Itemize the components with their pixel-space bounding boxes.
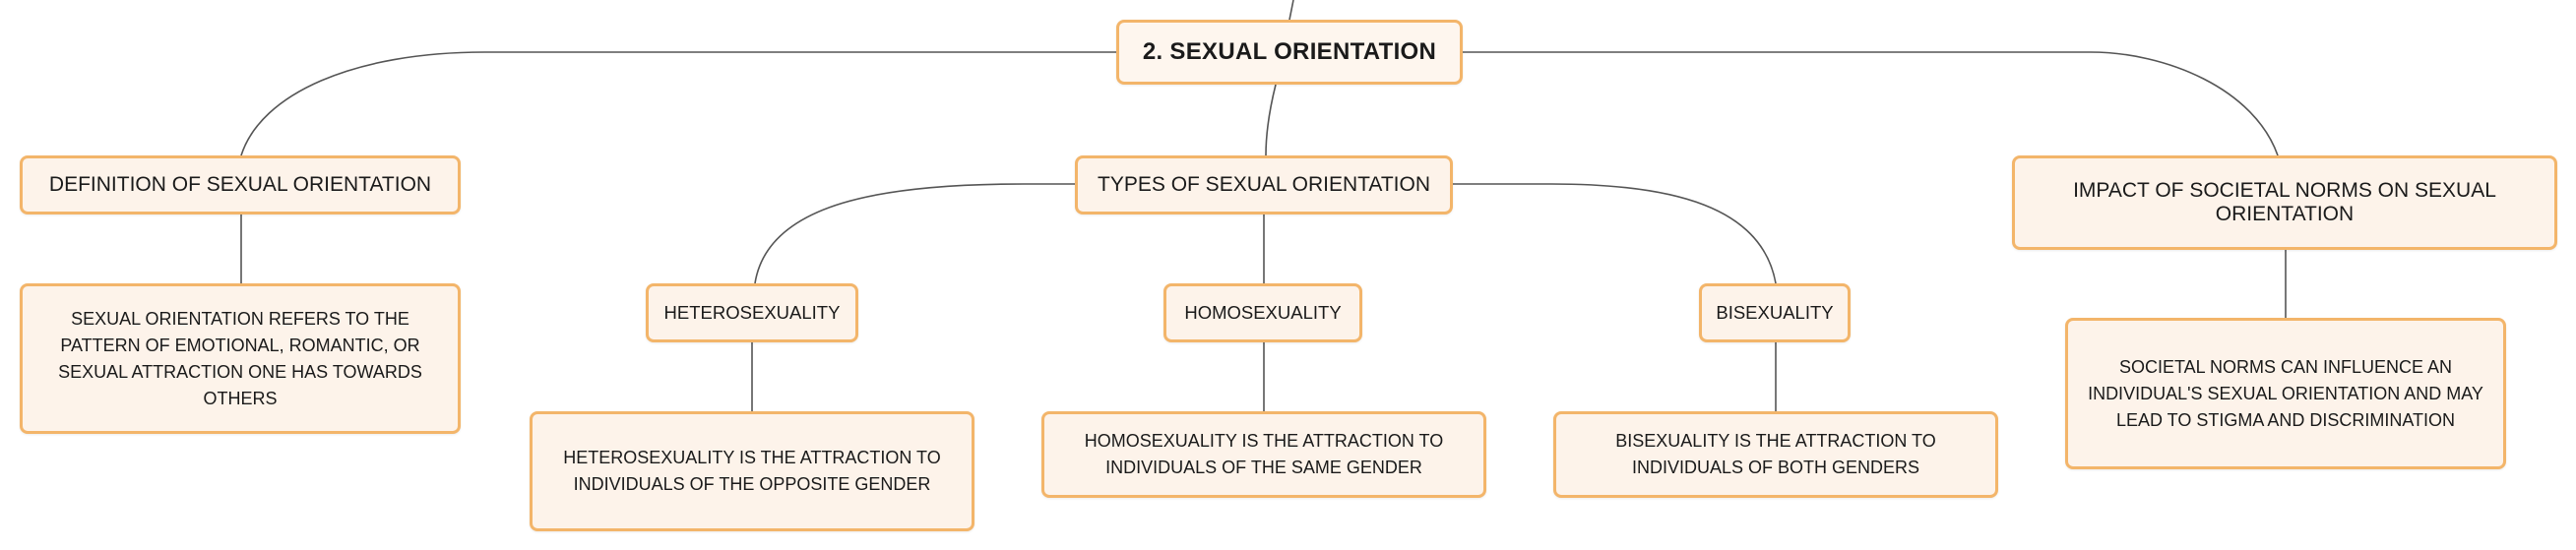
heterosexuality-title: HETEROSEXUALITY xyxy=(663,302,841,323)
types-node[interactable]: TYPES OF SEXUAL ORIENTATION xyxy=(1075,155,1453,214)
bisexuality-detail-text: BISEXUALITY IS THE ATTRACTION TO INDIVID… xyxy=(1615,431,1936,477)
connector-root-to-definition xyxy=(240,51,1116,156)
impact-node[interactable]: IMPACT OF SOCIETAL NORMS ON SEXUAL ORIEN… xyxy=(2012,155,2557,250)
root-node[interactable]: 2. SEXUAL ORIENTATION xyxy=(1116,20,1463,85)
definition-detail-text: SEXUAL ORIENTATION REFERS TO THE PATTERN… xyxy=(58,308,422,408)
connector-parent-to-root xyxy=(1288,0,1294,21)
impact-detail-node[interactable]: SOCIETAL NORMS CAN INFLUENCE AN INDIVIDU… xyxy=(2065,318,2506,469)
definition-title: DEFINITION OF SEXUAL ORIENTATION xyxy=(48,173,432,196)
connector-root-to-types xyxy=(1265,84,1277,156)
root-title: 2. SEXUAL ORIENTATION xyxy=(1142,38,1437,65)
impact-detail-text: SOCIETAL NORMS CAN INFLUENCE AN INDIVIDU… xyxy=(2088,356,2483,430)
definition-detail-node[interactable]: SEXUAL ORIENTATION REFERS TO THE PATTERN… xyxy=(20,283,461,434)
bisexuality-node[interactable]: BISEXUALITY xyxy=(1699,283,1851,342)
heterosexuality-detail-node[interactable]: HETEROSEXUALITY IS THE ATTRACTION TO IND… xyxy=(530,411,974,531)
heterosexuality-detail-text: HETEROSEXUALITY IS THE ATTRACTION TO IND… xyxy=(563,448,941,494)
impact-title: IMPACT OF SOCIETAL NORMS ON SEXUAL ORIEN… xyxy=(2073,179,2496,225)
types-title: TYPES OF SEXUAL ORIENTATION xyxy=(1098,173,1430,196)
bisexuality-detail-node[interactable]: BISEXUALITY IS THE ATTRACTION TO INDIVID… xyxy=(1553,411,1998,498)
bisexuality-title: BISEXUALITY xyxy=(1716,302,1834,323)
definition-node[interactable]: DEFINITION OF SEXUAL ORIENTATION xyxy=(20,155,461,214)
homosexuality-title: HOMOSEXUALITY xyxy=(1184,302,1342,323)
connector-root-to-impact xyxy=(1461,51,2279,156)
heterosexuality-node[interactable]: HETEROSEXUALITY xyxy=(646,283,858,342)
homosexuality-detail-text: HOMOSEXUALITY IS THE ATTRACTION TO INDIV… xyxy=(1084,431,1444,477)
homosexuality-detail-node[interactable]: HOMOSEXUALITY IS THE ATTRACTION TO INDIV… xyxy=(1041,411,1486,498)
connector-types-to-bisexuality xyxy=(1453,183,1777,284)
homosexuality-node[interactable]: HOMOSEXUALITY xyxy=(1163,283,1362,342)
connector-types-to-heterosexuality xyxy=(754,183,1075,284)
